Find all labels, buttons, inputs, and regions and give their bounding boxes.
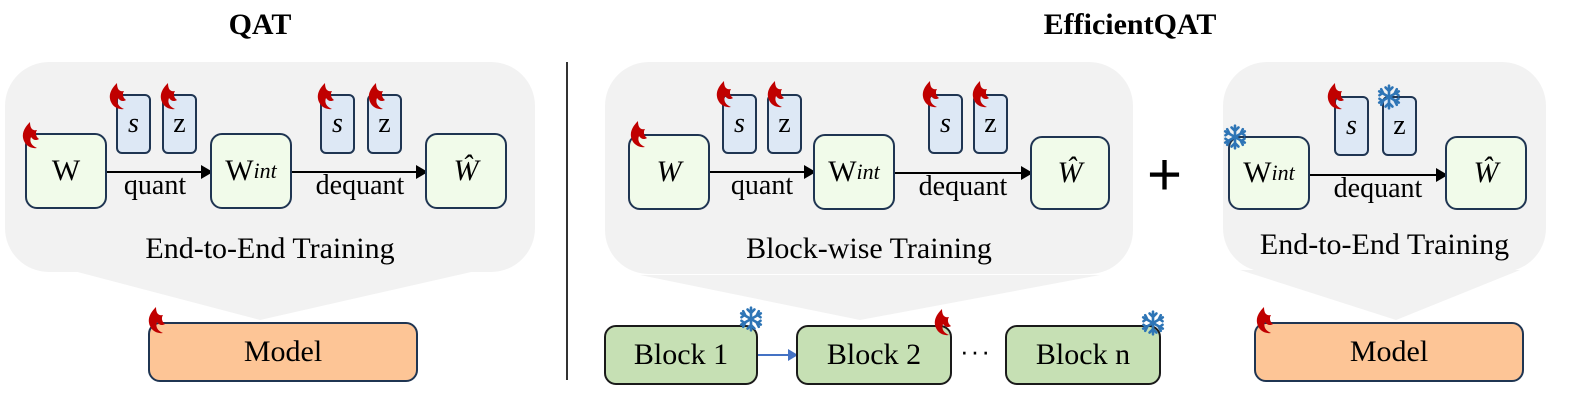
block-label: Block n (1035, 338, 1131, 371)
qat-model-box: Model (148, 322, 418, 382)
blockwise-dequant-scale-box: s (928, 94, 963, 154)
e2e-model-box: Model (1254, 322, 1524, 382)
block-n: Block n (1005, 325, 1161, 385)
block-label: Block 1 (633, 338, 729, 371)
w-label: W (656, 155, 682, 188)
model-label: Model (1349, 335, 1429, 368)
block-arrow (758, 349, 798, 361)
qat-callout-pointer (70, 270, 480, 320)
scale-label: s (332, 108, 343, 139)
qat-dequant-label: dequant (315, 170, 405, 201)
model-label: Model (243, 335, 323, 368)
blockwise-what-box: Ŵ (1030, 136, 1110, 210)
flame-icon (1254, 306, 1278, 336)
what-label: Ŵ (1473, 156, 1499, 189)
scale-label: s (128, 108, 139, 139)
qat-quant-scale-box: s (116, 94, 151, 154)
zero-label: z (1393, 110, 1406, 141)
block-label: Block 2 (826, 338, 922, 371)
qat-quant-zero-box: z (162, 94, 197, 154)
blockwise-panel-label: Block-wise Training (746, 232, 992, 265)
e2e-panel-label: End-to-End Training (1259, 228, 1510, 261)
wint-main: W (225, 154, 254, 187)
qat-what-box: Ŵ (425, 133, 507, 209)
qat-w-box: W (25, 133, 107, 209)
qat-w-label: W (51, 154, 81, 187)
zero-label: z (378, 108, 391, 139)
e2e-callout-pointer (1240, 270, 1520, 320)
wint-sub: int (1271, 160, 1295, 185)
plus-sign: + (1147, 141, 1183, 208)
scale-label: s (940, 108, 951, 139)
zero-label: z (173, 108, 186, 139)
blockwise-quant-label: quant (730, 170, 794, 201)
qat-title: QAT (228, 8, 292, 41)
qat-dequant-scale-box: s (320, 94, 355, 154)
what-label: Ŵ (1057, 156, 1083, 189)
blockwise-quant-zero-box: z (767, 94, 802, 154)
e2e-scale-box: s (1334, 96, 1369, 156)
flame-icon (1325, 82, 1349, 112)
ellipsis: ··· (960, 336, 992, 366)
blockwise-dequant-label: dequant (918, 171, 1008, 202)
wint-main: W (1243, 156, 1272, 189)
wint-sub: int (856, 159, 880, 184)
snowflake-icon (1376, 84, 1402, 110)
e2e-what-box: Ŵ (1445, 136, 1527, 210)
block-1: Block 1 (604, 325, 758, 385)
efficientqat-title: EfficientQAT (1043, 8, 1217, 41)
block-2: Block 2 (796, 325, 952, 385)
zero-label: z (778, 108, 791, 139)
scale-label: s (1346, 110, 1357, 141)
qat-quant-label: quant (123, 170, 187, 201)
what-label: Ŵ (453, 154, 479, 187)
scale-label: s (734, 108, 745, 139)
zero-label: z (984, 108, 997, 139)
blockwise-quant-scale-box: s (722, 94, 757, 154)
section-divider (566, 62, 568, 380)
snowflake-icon (1222, 124, 1248, 150)
blockwise-callout-pointer (640, 275, 1100, 320)
wint-main: W (828, 155, 857, 188)
wint-sub: int (253, 158, 277, 183)
e2e-dequant-label: dequant (1333, 173, 1423, 204)
qat-panel-label: End-to-End Training (145, 232, 395, 265)
